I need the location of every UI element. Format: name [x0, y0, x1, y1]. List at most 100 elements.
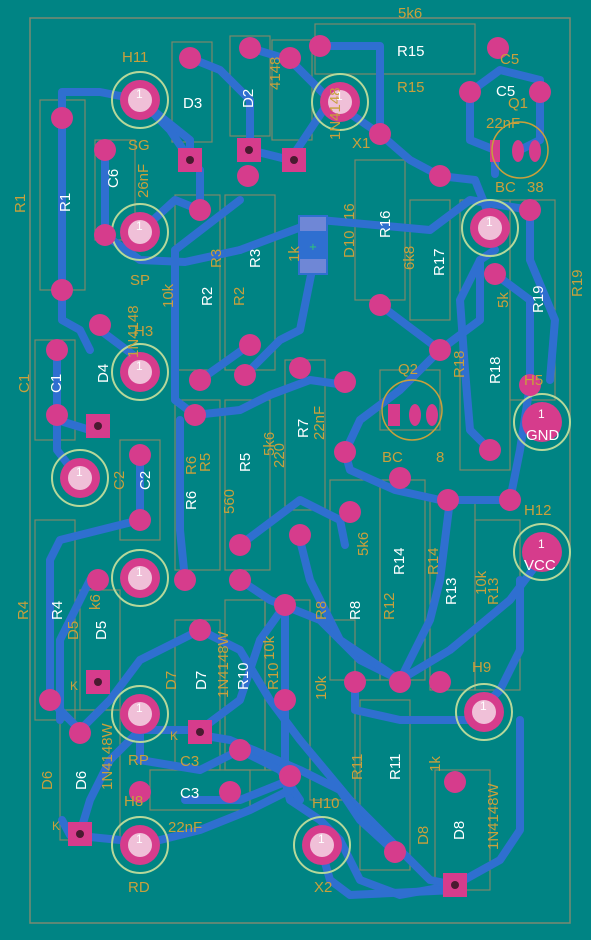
- label-1n41: 1N4148: [125, 305, 142, 358]
- label-c5-b: C5: [496, 83, 515, 100]
- label-5k6-mid: 5k6: [261, 432, 278, 456]
- svg-text:+: +: [309, 242, 317, 253]
- label-r4: R4: [15, 601, 32, 620]
- label-pin1-gnd: 1: [538, 407, 545, 421]
- label-10k-r13: 10k: [473, 570, 490, 595]
- mounting-holes: [51, 71, 571, 874]
- label-gnd: GND: [526, 427, 560, 444]
- label-pin1-h9: 1: [480, 699, 487, 713]
- label-k-d5: K: [70, 679, 78, 693]
- label-r7: R7: [295, 419, 312, 438]
- label-r12: R12: [381, 592, 398, 620]
- label-5k6-r14: 5k6: [355, 532, 372, 556]
- label-c5-val: 22nF: [486, 115, 520, 132]
- label-c3: C3: [180, 753, 199, 770]
- label-k-d7: K: [170, 729, 178, 743]
- mount-hole-r: [461, 199, 519, 257]
- round-pads: [39, 35, 551, 863]
- label-d3: D3: [183, 95, 202, 112]
- label-h5: H5: [524, 372, 543, 389]
- label-r2: R2: [199, 287, 216, 306]
- label-d4148: 4148: [267, 57, 284, 90]
- label-bc-a: BC: [495, 179, 516, 196]
- mount-hole-h6: [111, 549, 169, 607]
- label-pin1-r: 1: [486, 215, 493, 229]
- label-bc-q2b: 8: [436, 449, 444, 466]
- mount-hole-x2: [293, 816, 351, 874]
- label-1k-r11: 1k: [427, 756, 444, 772]
- label-d2: D2: [240, 89, 257, 108]
- label-r15-value: 5k6: [398, 5, 422, 22]
- label-r14b: R14: [425, 547, 442, 575]
- mount-hole-rd: [111, 816, 169, 874]
- board-edge: [29, 17, 571, 924]
- label-1n4148-d7: 1N4148W: [215, 630, 232, 698]
- label-pin1-rd: 1: [136, 832, 143, 846]
- mount-hole-h9: [455, 683, 513, 741]
- label-1k: 1k: [286, 246, 303, 262]
- label-r6: R6: [183, 491, 200, 510]
- label-pin1-x1: 1: [336, 89, 343, 103]
- label-r13b: R13: [485, 577, 502, 605]
- label-d8b: D8: [415, 826, 432, 845]
- label-bc-q2: BC: [382, 449, 403, 466]
- label-x2: X2: [314, 879, 332, 896]
- label-r3: R3: [208, 249, 225, 268]
- label-r10b: R10: [265, 662, 282, 690]
- label-r1b: R1: [57, 193, 74, 212]
- label-d7: D7: [193, 671, 210, 690]
- label-r2b: R2: [231, 287, 248, 306]
- label-d6b: D6: [73, 771, 90, 790]
- label-c2b: C2: [111, 471, 128, 490]
- label-c3-val: 22nF: [168, 819, 202, 836]
- label-r16-val: 6k8: [401, 246, 418, 270]
- label-rd: RD: [128, 879, 150, 896]
- label-560: 560: [221, 489, 238, 514]
- label-rp: RP: [128, 752, 149, 769]
- label-c6: C6: [105, 169, 122, 188]
- pad-drills: [76, 146, 459, 889]
- q1-outline: [491, 121, 549, 179]
- label-c3b: C3: [180, 785, 199, 802]
- smd-component-d10: +: [298, 215, 328, 275]
- label-pin1-rp: 1: [136, 701, 143, 715]
- label-r14: R14: [391, 547, 408, 575]
- mount-hole-h3: [111, 343, 169, 401]
- label-d5: D5: [93, 621, 110, 640]
- mount-hole-rp: [111, 685, 169, 743]
- label-pin1-h6: 1: [136, 565, 143, 579]
- label-d7b: D7: [163, 671, 180, 690]
- label-1n4148-d6: 1N4148W: [99, 722, 116, 790]
- label-r11: R11: [349, 754, 366, 780]
- q2-outline: [381, 379, 443, 441]
- label-c2: C2: [137, 471, 154, 490]
- label-r15-silk: R15: [397, 79, 425, 96]
- label-r19: R19: [569, 269, 586, 297]
- label-5k-r: 5k: [495, 292, 512, 308]
- label-pin1-sp: 1: [136, 219, 143, 233]
- label-h9: H9: [472, 659, 491, 676]
- label-r11b: R11: [387, 754, 404, 780]
- label-d5b: D5: [65, 621, 82, 640]
- label-h8: H8: [124, 793, 143, 810]
- label-q1: Q1: [508, 95, 528, 112]
- label-d10: D10: [341, 230, 358, 258]
- label-d4: D4: [95, 364, 112, 383]
- label-d6: D6: [39, 771, 56, 790]
- label-pin1-h3: 1: [136, 359, 143, 373]
- label-r15-fab: R15: [397, 43, 425, 60]
- label-r18-side: R18: [451, 350, 468, 378]
- label-vcc: VCC: [524, 557, 556, 574]
- label-pin1-vcc: 1: [538, 537, 545, 551]
- label-r8b: R8: [313, 601, 330, 620]
- label-r4b: R4: [49, 601, 66, 620]
- label-x1: X1: [352, 135, 370, 152]
- label-c1: C1: [16, 374, 33, 393]
- label-pin1-cp: 1: [76, 465, 83, 479]
- label-r7-val: 22nF: [311, 406, 328, 440]
- label-d8: D8: [451, 821, 468, 840]
- label-r10: R10: [235, 662, 252, 690]
- label-sg: SG: [128, 137, 150, 154]
- label-1n4148-d1: 1N4148: [327, 87, 344, 140]
